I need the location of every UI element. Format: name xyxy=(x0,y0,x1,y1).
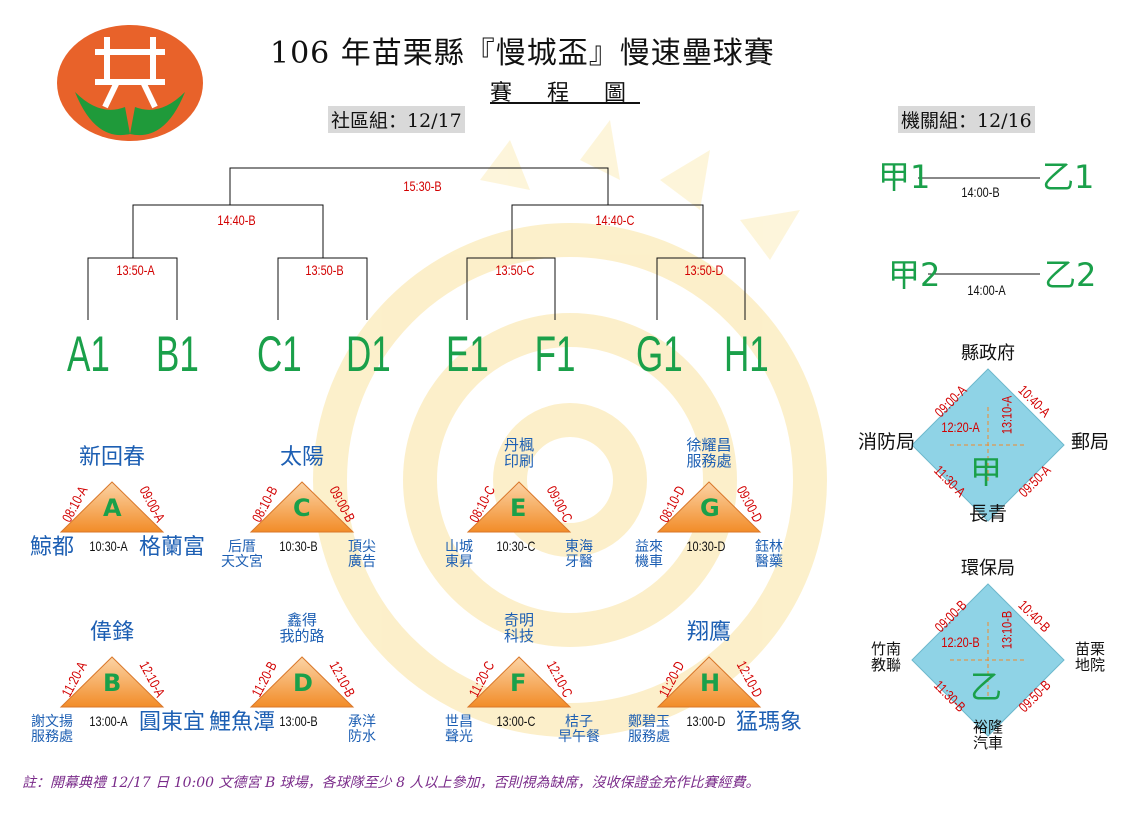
group-letter: C xyxy=(293,494,311,522)
agency-match2-left: 甲2 xyxy=(888,256,941,294)
final-time: 15:30-B xyxy=(403,178,442,194)
quarter-time-3: 13:50-C xyxy=(495,262,535,278)
diamond-time-h: 12:20-A xyxy=(941,419,980,435)
group-team-top: 太陽 xyxy=(279,445,324,470)
seed-a1: A1 xyxy=(67,326,110,382)
diamond-team-bottom: 長青 xyxy=(968,503,1007,525)
seed-b1: B1 xyxy=(156,326,199,382)
group-team-left: 鯉魚潭 xyxy=(208,710,275,735)
quarter-time-4: 13:50-D xyxy=(684,262,724,278)
group-team-left: 謝文揚服務處 xyxy=(31,714,73,745)
diamond-time-v: 13:10-B xyxy=(998,610,1015,650)
group-triangle xyxy=(59,656,165,708)
group-time-bottom: 10:30-B xyxy=(279,538,318,554)
group-letter: B xyxy=(103,669,122,697)
semi-time-1: 14:40-B xyxy=(217,212,256,228)
watermark-graphic xyxy=(313,120,827,737)
group-team-top: 新回春 xyxy=(78,445,145,470)
diamond-team-top: 環保局 xyxy=(961,558,1015,579)
group-triangle xyxy=(466,656,572,708)
group-team-top: 丹楓印刷 xyxy=(503,436,534,470)
agency-match1-time: 14:00-B xyxy=(961,184,1000,200)
agency-match2-time: 14:00-A xyxy=(967,282,1006,298)
group-triangle xyxy=(59,481,165,533)
seed-g1: G1 xyxy=(636,326,683,382)
agency-group-label: 機關組：12/16 xyxy=(898,106,1035,133)
group-team-top: 翔鷹 xyxy=(686,620,731,645)
group-triangle xyxy=(656,656,762,708)
quarter-time-1: 13:50-A xyxy=(116,262,155,278)
community-group-label: 社區組：12/17 xyxy=(328,106,465,133)
group-team-right: 鈺林醫藥 xyxy=(755,539,783,570)
group-team-right: 桔子早午餐 xyxy=(558,714,600,745)
diamond-team-right: 郵局 xyxy=(1070,431,1109,453)
group-triangle xyxy=(656,481,762,533)
diamond-team-left: 消防局 xyxy=(858,431,916,453)
group-team-left: 山城東昇 xyxy=(445,539,473,570)
group-team-left: 鯨都 xyxy=(29,535,74,560)
seed-h1: H1 xyxy=(724,326,769,382)
diamond-time-v: 13:10-A xyxy=(998,395,1015,435)
group-team-right: 猛瑪象 xyxy=(735,710,802,735)
group-letter: A xyxy=(103,494,122,522)
agency-match1-right: 乙1 xyxy=(1042,158,1095,196)
semi-time-2: 14:40-C xyxy=(595,212,635,228)
agency-match1-left: 甲1 xyxy=(878,158,931,196)
diamond-team-bottom: 裕隆汽車 xyxy=(972,718,1003,752)
group-time-bottom: 10:30-D xyxy=(686,538,726,554)
seed-c1: C1 xyxy=(257,326,302,382)
group-triangle xyxy=(466,481,572,533)
group-team-left: 世昌聲光 xyxy=(445,714,473,745)
group-time-bottom: 13:00-D xyxy=(686,713,726,729)
group-team-right: 頂尖廣告 xyxy=(348,539,376,570)
group-team-left: 鄭碧玉服務處 xyxy=(628,714,670,745)
seed-f1: F1 xyxy=(534,326,576,382)
seed-d1: D1 xyxy=(346,326,391,382)
group-team-right: 東海牙醫 xyxy=(565,539,593,570)
group-team-right: 圓東宜 xyxy=(138,710,205,735)
footer-note: 註：開幕典禮 12/17 日 10:00 文德宮 B 球場，各球隊至少 8 人以… xyxy=(22,775,760,791)
page-title: 106 年苗栗縣『慢城盃』慢速壘球賽 xyxy=(270,36,775,71)
diamond-letter: 乙 xyxy=(970,668,1003,706)
diamond-time-h: 12:20-B xyxy=(941,634,980,650)
group-letter: H xyxy=(700,669,721,697)
group-diamond xyxy=(911,368,1065,522)
group-time-bottom: 13:00-B xyxy=(279,713,318,729)
group-time-bottom: 13:00-A xyxy=(89,713,128,729)
group-team-top: 徐耀昌服務處 xyxy=(686,436,732,470)
group-triangle xyxy=(249,656,355,708)
agency-match2-right: 乙2 xyxy=(1044,256,1097,294)
group-team-right: 承洋防水 xyxy=(348,714,376,745)
diamond-team-right: 苗栗地院 xyxy=(1074,640,1105,674)
group-time-bottom: 10:30-C xyxy=(496,538,536,554)
group-letter: D xyxy=(293,669,313,697)
seed-e1: E1 xyxy=(446,326,489,382)
group-letter: E xyxy=(510,494,527,522)
group-team-top: 鑫得我的路 xyxy=(279,611,325,645)
group-time-bottom: 10:30-A xyxy=(89,538,128,554)
group-letter: G xyxy=(700,494,720,522)
group-team-right: 格蘭富 xyxy=(138,535,205,560)
page-subtitle: 賽 程 圖 xyxy=(490,81,640,106)
group-team-top: 奇明科技 xyxy=(503,611,534,645)
diamond-team-left: 竹南教聯 xyxy=(870,640,901,674)
group-team-left: 益來機車 xyxy=(635,539,663,570)
group-team-top: 偉鋒 xyxy=(89,620,134,645)
group-diamond xyxy=(911,583,1065,737)
diamond-letter: 甲 xyxy=(970,453,1003,491)
group-team-left: 后厝天文宮 xyxy=(221,539,263,570)
group-triangle xyxy=(249,481,355,533)
quarter-time-2: 13:50-B xyxy=(305,262,344,278)
county-emblem-icon xyxy=(57,25,203,141)
group-letter: F xyxy=(510,669,527,697)
group-time-bottom: 13:00-C xyxy=(496,713,536,729)
diamond-team-top: 縣政府 xyxy=(961,343,1015,364)
